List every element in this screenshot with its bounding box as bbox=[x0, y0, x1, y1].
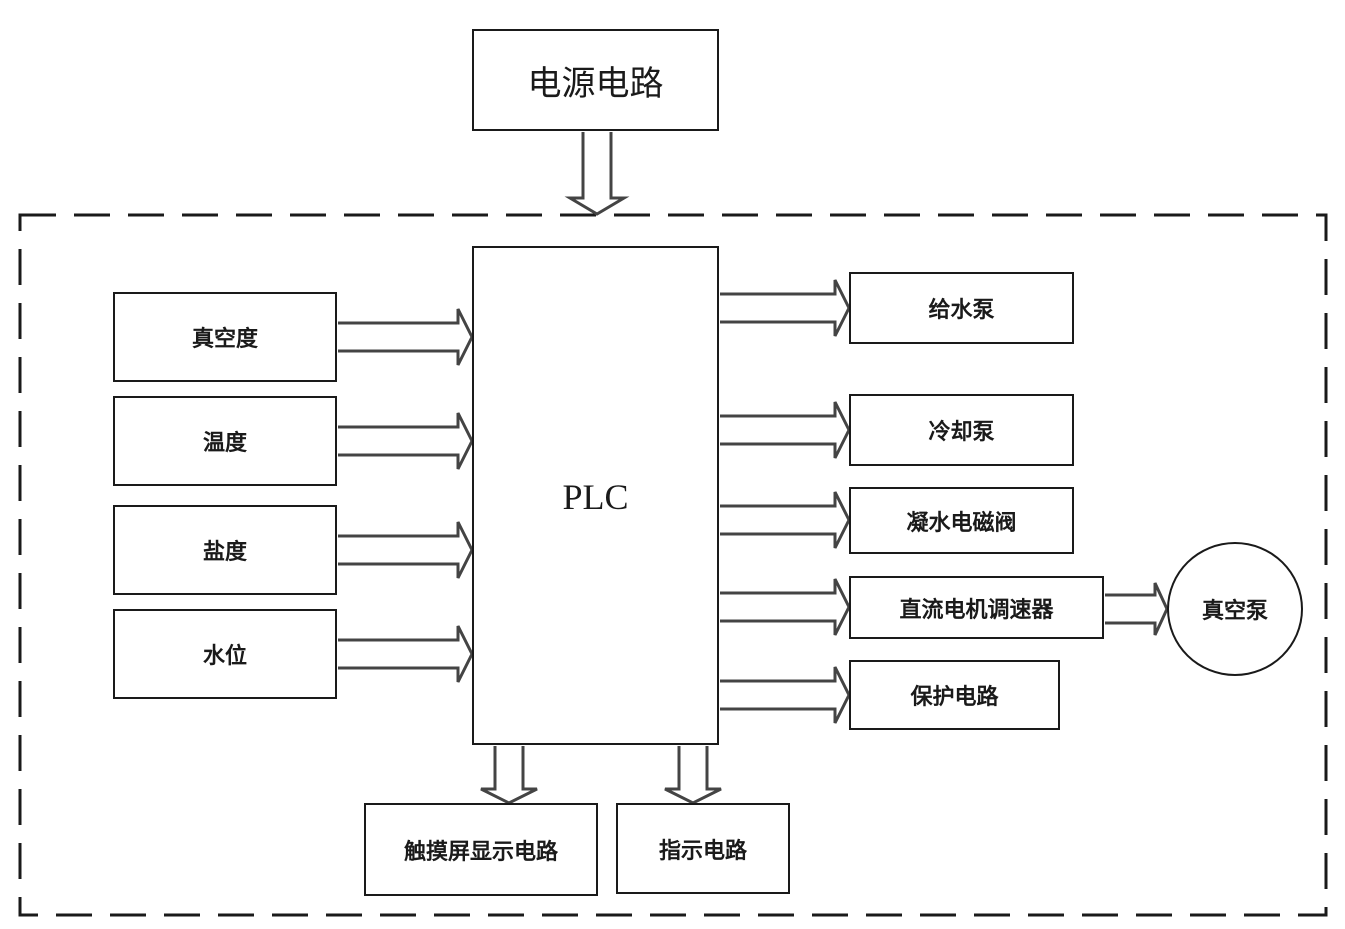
arrow-plc-to-output bbox=[720, 491, 851, 549]
arrow-input-to-plc bbox=[338, 521, 474, 579]
plc-box: PLC bbox=[472, 246, 719, 745]
arrow-plc-to-output bbox=[720, 401, 851, 459]
indicator-circuit-box: 指示电路 bbox=[616, 803, 790, 894]
output-label: 凝水电磁阀 bbox=[906, 510, 1017, 536]
output-dc-motor-controller-box: 直流电机调速器 bbox=[849, 576, 1104, 639]
bottom-output-label: 指示电路 bbox=[658, 838, 747, 864]
arrow-input-to-plc bbox=[338, 308, 474, 366]
arrow-input-to-plc bbox=[338, 412, 474, 470]
touchscreen-display-box: 触摸屏显示电路 bbox=[364, 803, 598, 896]
plc-label: PLC bbox=[562, 477, 629, 517]
input-vacuum-degree-box: 真空度 bbox=[113, 292, 337, 382]
input-label: 真空度 bbox=[191, 327, 258, 352]
system-boundary bbox=[18, 213, 1328, 917]
arrow-plc-to-touchscreen bbox=[480, 746, 538, 805]
output-label: 给水泵 bbox=[928, 298, 995, 323]
arrow-input-to-plc bbox=[338, 625, 474, 683]
input-salinity-box: 盐度 bbox=[113, 505, 337, 595]
input-label: 水位 bbox=[202, 644, 247, 669]
output-label: 保护电路 bbox=[910, 685, 999, 710]
output-condensate-valve-box: 凝水电磁阀 bbox=[849, 487, 1074, 554]
arrow-plc-to-output bbox=[720, 279, 851, 337]
arrow-power-to-system bbox=[564, 132, 630, 216]
output-feed-pump-box: 给水泵 bbox=[849, 272, 1074, 344]
input-label: 温度 bbox=[202, 431, 247, 456]
input-water-level-box: 水位 bbox=[113, 609, 337, 699]
arrow-plc-to-indicator bbox=[664, 746, 722, 805]
input-temperature-box: 温度 bbox=[113, 396, 337, 486]
input-label: 盐度 bbox=[202, 540, 247, 565]
bottom-output-label: 触摸屏显示电路 bbox=[403, 839, 558, 865]
power-circuit-label: 电源电路 bbox=[527, 63, 664, 104]
arrow-plc-to-output bbox=[720, 578, 851, 636]
arrow-plc-to-output bbox=[720, 666, 851, 724]
output-protection-circuit-box: 保护电路 bbox=[849, 660, 1060, 730]
arrow-controller-to-vacuum-pump bbox=[1105, 582, 1169, 636]
output-cooling-pump-box: 冷却泵 bbox=[849, 394, 1074, 466]
vacuum-pump-label: 真空泵 bbox=[1201, 599, 1268, 624]
output-label: 直流电机调速器 bbox=[899, 597, 1054, 623]
vacuum-pump-circle: 真空泵 bbox=[1167, 542, 1303, 676]
power-circuit-box: 电源电路 bbox=[472, 29, 719, 131]
output-label: 冷却泵 bbox=[928, 420, 995, 445]
